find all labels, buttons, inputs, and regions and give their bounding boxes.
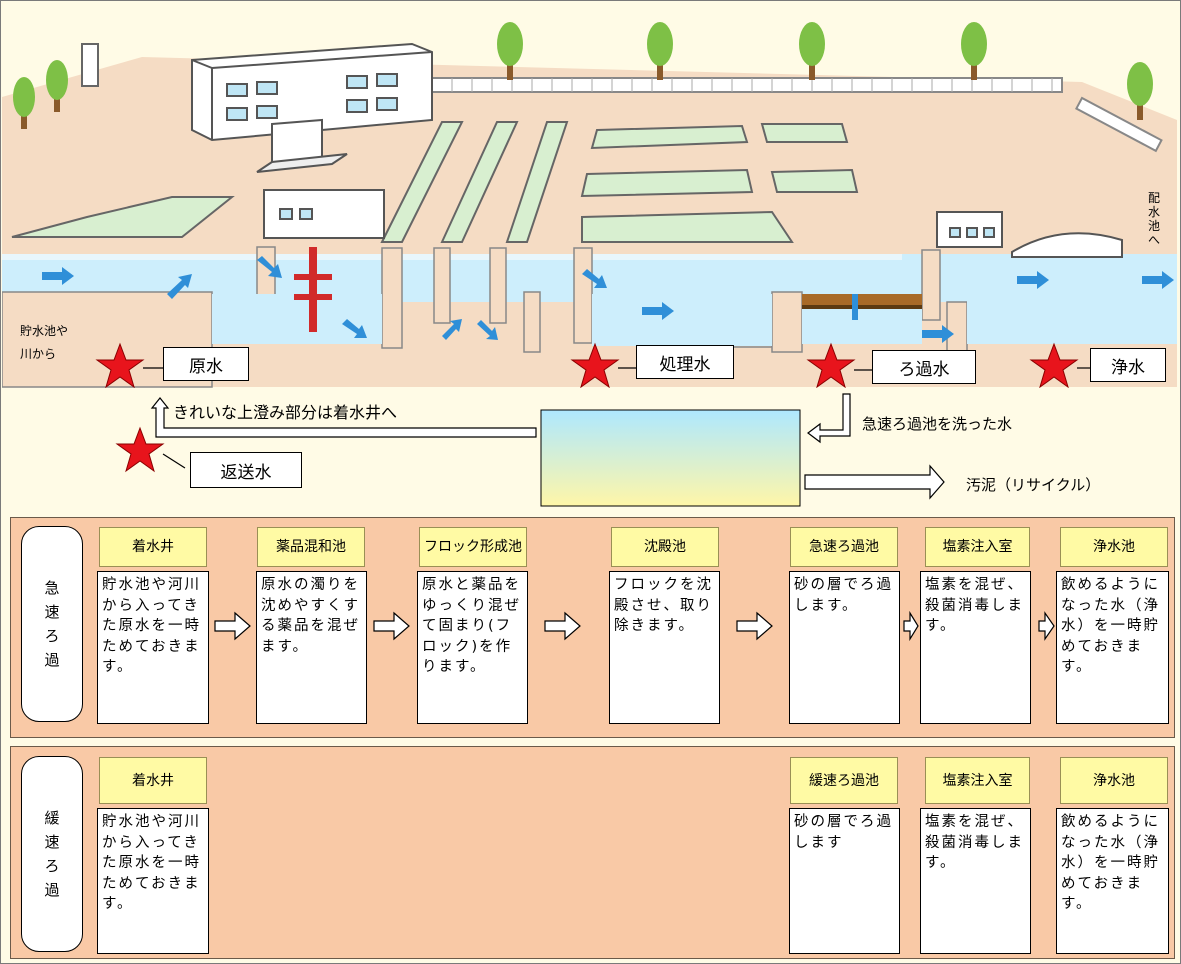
side-label-2: 水 — [1148, 205, 1160, 219]
source-label-2: 川から — [20, 347, 56, 361]
slow-side-char-1: 緩 — [44, 809, 60, 827]
slow-step-3-desc: 塩素を混ぜ、殺菌消毒します。 — [920, 808, 1031, 954]
rapid-step-1-desc: 貯水池や河川から入ってきた原水を一時ためておきます。 — [97, 571, 209, 724]
recycle-section — [115, 393, 945, 507]
slow-step-2-desc: 砂の層でろ過します — [789, 808, 900, 954]
rapid-step-6-title: 塩素注入室 — [925, 527, 1030, 567]
slow-step-2-title: 緩速ろ過池 — [790, 757, 898, 804]
star-icon-clean — [1029, 342, 1079, 388]
rapid-side-char-3: ろ — [44, 627, 60, 645]
slow-side-char-4: 過 — [44, 881, 60, 899]
plant-illustration: 貯水池や 川から 配 水 池 へ — [2, 2, 1177, 388]
slow-step-1-desc: 貯水池や河川から入ってきた原水を一時ためておきます。 — [97, 808, 209, 954]
sludge-text: 汚泥（リサイクル） — [966, 476, 1101, 494]
rapid-arrow-6 — [1038, 611, 1055, 641]
rapid-side-label: 急 速 ろ 過 — [21, 526, 83, 722]
rapid-arrow-3 — [544, 611, 581, 641]
rapid-side-char-4: 過 — [44, 651, 60, 669]
slow-step-1-title: 着水井 — [99, 757, 207, 804]
side-label-3: 池 — [1148, 219, 1160, 233]
backwash-text: 急速ろ過池を洗った水 — [862, 415, 1013, 433]
star-icon-return — [115, 426, 165, 473]
rapid-step-3-title: フロック形成池 — [419, 527, 527, 567]
slow-side-label: 緩 速 ろ 過 — [21, 756, 83, 952]
slow-side-char-3: ろ — [44, 857, 60, 875]
rapid-step-1-title: 着水井 — [99, 527, 207, 567]
slow-step-4-desc: 飲めるようになった水（浄水）を一時貯めておきます。 — [1056, 808, 1169, 954]
treated-water-label: 処理水 — [636, 345, 734, 379]
rapid-step-4-title: 沈殿池 — [611, 527, 719, 567]
slow-step-4-title: 浄水池 — [1060, 757, 1168, 804]
rapid-arrow-4 — [736, 611, 773, 641]
source-label-1: 貯水池や — [20, 324, 68, 338]
side-label-1: 配 — [1148, 191, 1160, 205]
rapid-side-char-1: 急 — [44, 579, 60, 597]
rapid-step-2-desc: 原水の濁りを沈めやすくする薬品を混ぜます。 — [256, 571, 367, 724]
side-label-4: へ — [1148, 233, 1160, 247]
rapid-side-char-2: 速 — [44, 603, 60, 621]
rapid-step-5-desc: 砂の層でろ過します。 — [789, 571, 900, 724]
rapid-arrow-5 — [903, 610, 919, 642]
rapid-step-3-desc: 原水と薬品をゆっくり混ぜて固まり(フロック)を作ります。 — [417, 571, 528, 724]
star-icon-treated — [570, 342, 620, 388]
return-water-label: 返送水 — [190, 452, 302, 488]
slow-step-3-title: 塩素注入室 — [925, 757, 1030, 804]
rapid-step-6-desc: 塩素を混ぜ、殺菌消毒します。 — [920, 571, 1031, 724]
rapid-step-7-desc: 飲めるようになった水（浄水）を一時貯めておきます。 — [1056, 571, 1169, 724]
star-icon-raw — [95, 342, 145, 388]
rapid-step-5-title: 急速ろ過池 — [790, 527, 898, 567]
rapid-step-2-title: 薬品混和池 — [257, 527, 365, 567]
rapid-arrow-2 — [373, 611, 410, 641]
raw-water-label: 原水 — [163, 347, 249, 381]
rapid-step-7-title: 浄水池 — [1060, 527, 1168, 567]
clean-water-label: 浄水 — [1090, 348, 1166, 382]
supernatant-text: きれいな上澄み部分は着水井へ — [173, 403, 398, 422]
filtered-water-label: ろ過水 — [872, 350, 976, 384]
star-icon-filtered — [806, 342, 856, 388]
rapid-arrow-1 — [214, 611, 251, 641]
slow-side-char-2: 速 — [44, 833, 60, 851]
rapid-step-4-desc: フロックを沈殿させ、取り除きます。 — [609, 571, 720, 724]
